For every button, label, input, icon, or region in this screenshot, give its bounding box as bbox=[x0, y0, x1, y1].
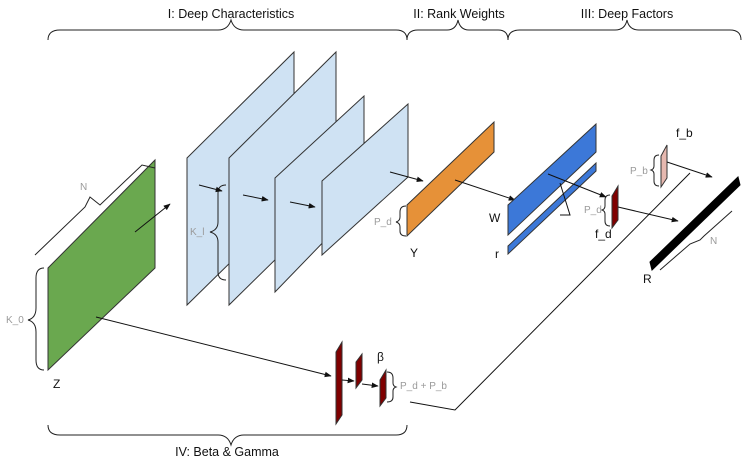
arrow-z-to-beta bbox=[95, 316, 332, 378]
line-beta-to-output bbox=[409, 172, 691, 411]
dim-kl: K_l bbox=[190, 227, 204, 238]
brace-pd-y bbox=[395, 205, 407, 237]
brace-pd-f bbox=[600, 194, 611, 227]
arrow-layer4-to-y bbox=[389, 171, 424, 183]
brace-beta-gamma bbox=[47, 424, 408, 447]
section-label-beta-gamma: IV: Beta & Gamma bbox=[175, 445, 279, 459]
factor-fd bbox=[611, 184, 619, 230]
line-w-to-r bbox=[559, 182, 571, 216]
label-z: Z bbox=[53, 377, 60, 391]
label-y: Y bbox=[410, 246, 418, 260]
factor-fb bbox=[660, 144, 668, 189]
arrow-beta1-to-beta2 bbox=[341, 377, 355, 384]
arrow-layer2-to-layer3 bbox=[242, 194, 269, 202]
output-r bbox=[649, 176, 741, 271]
brace-deep-characteristics bbox=[47, 18, 408, 41]
rank-weights-w bbox=[507, 122, 597, 237]
arrow-fd-to-r bbox=[617, 206, 679, 223]
dim-pd-f: P_d bbox=[584, 205, 602, 216]
dim-n-input: N bbox=[80, 182, 87, 193]
section-label-deep-factors: III: Deep Factors bbox=[581, 7, 673, 21]
arrow-w-to-fd bbox=[547, 173, 607, 198]
brace-n-input bbox=[34, 164, 156, 256]
brace-pd-pb bbox=[386, 371, 398, 403]
dim-pd-y: P_d bbox=[374, 217, 392, 228]
brace-k0 bbox=[27, 267, 45, 371]
label-fd: f_d bbox=[595, 227, 612, 241]
beta-layer-3 bbox=[379, 368, 387, 408]
label-r-output: R bbox=[643, 272, 652, 286]
label-beta: β bbox=[377, 350, 384, 364]
label-r: r bbox=[495, 247, 499, 261]
arrow-layer1-to-layer2 bbox=[198, 184, 223, 193]
brace-n-output bbox=[659, 210, 733, 271]
rank-weights-y bbox=[406, 120, 495, 238]
section-label-deep-characteristics: I: Deep Characteristics bbox=[168, 7, 294, 21]
arrow-y-to-w bbox=[454, 179, 516, 201]
arrow-z-to-layer1 bbox=[134, 203, 171, 233]
arrow-layer3-to-layer4 bbox=[289, 201, 316, 209]
label-w: W bbox=[489, 211, 501, 225]
arrow-fb-to-r bbox=[666, 161, 713, 178]
brace-deep-factors bbox=[507, 19, 742, 41]
dim-pb: P_b bbox=[630, 166, 648, 177]
arrow-beta2-to-beta3 bbox=[361, 382, 379, 388]
dim-k0: K_0 bbox=[6, 315, 24, 326]
beta-layer-2 bbox=[355, 352, 363, 390]
section-label-rank-weights: II: Rank Weights bbox=[413, 7, 504, 21]
input-tensor-z bbox=[47, 158, 156, 372]
beta-layer-1 bbox=[335, 340, 343, 426]
dim-pd-pb: P_d + P_b bbox=[400, 381, 447, 392]
brace-rank-weights bbox=[406, 19, 509, 41]
dim-n-output: N bbox=[710, 236, 717, 247]
label-fb: f_b bbox=[676, 126, 693, 140]
brace-pb bbox=[649, 154, 660, 187]
rank-weights-r bbox=[507, 161, 597, 256]
